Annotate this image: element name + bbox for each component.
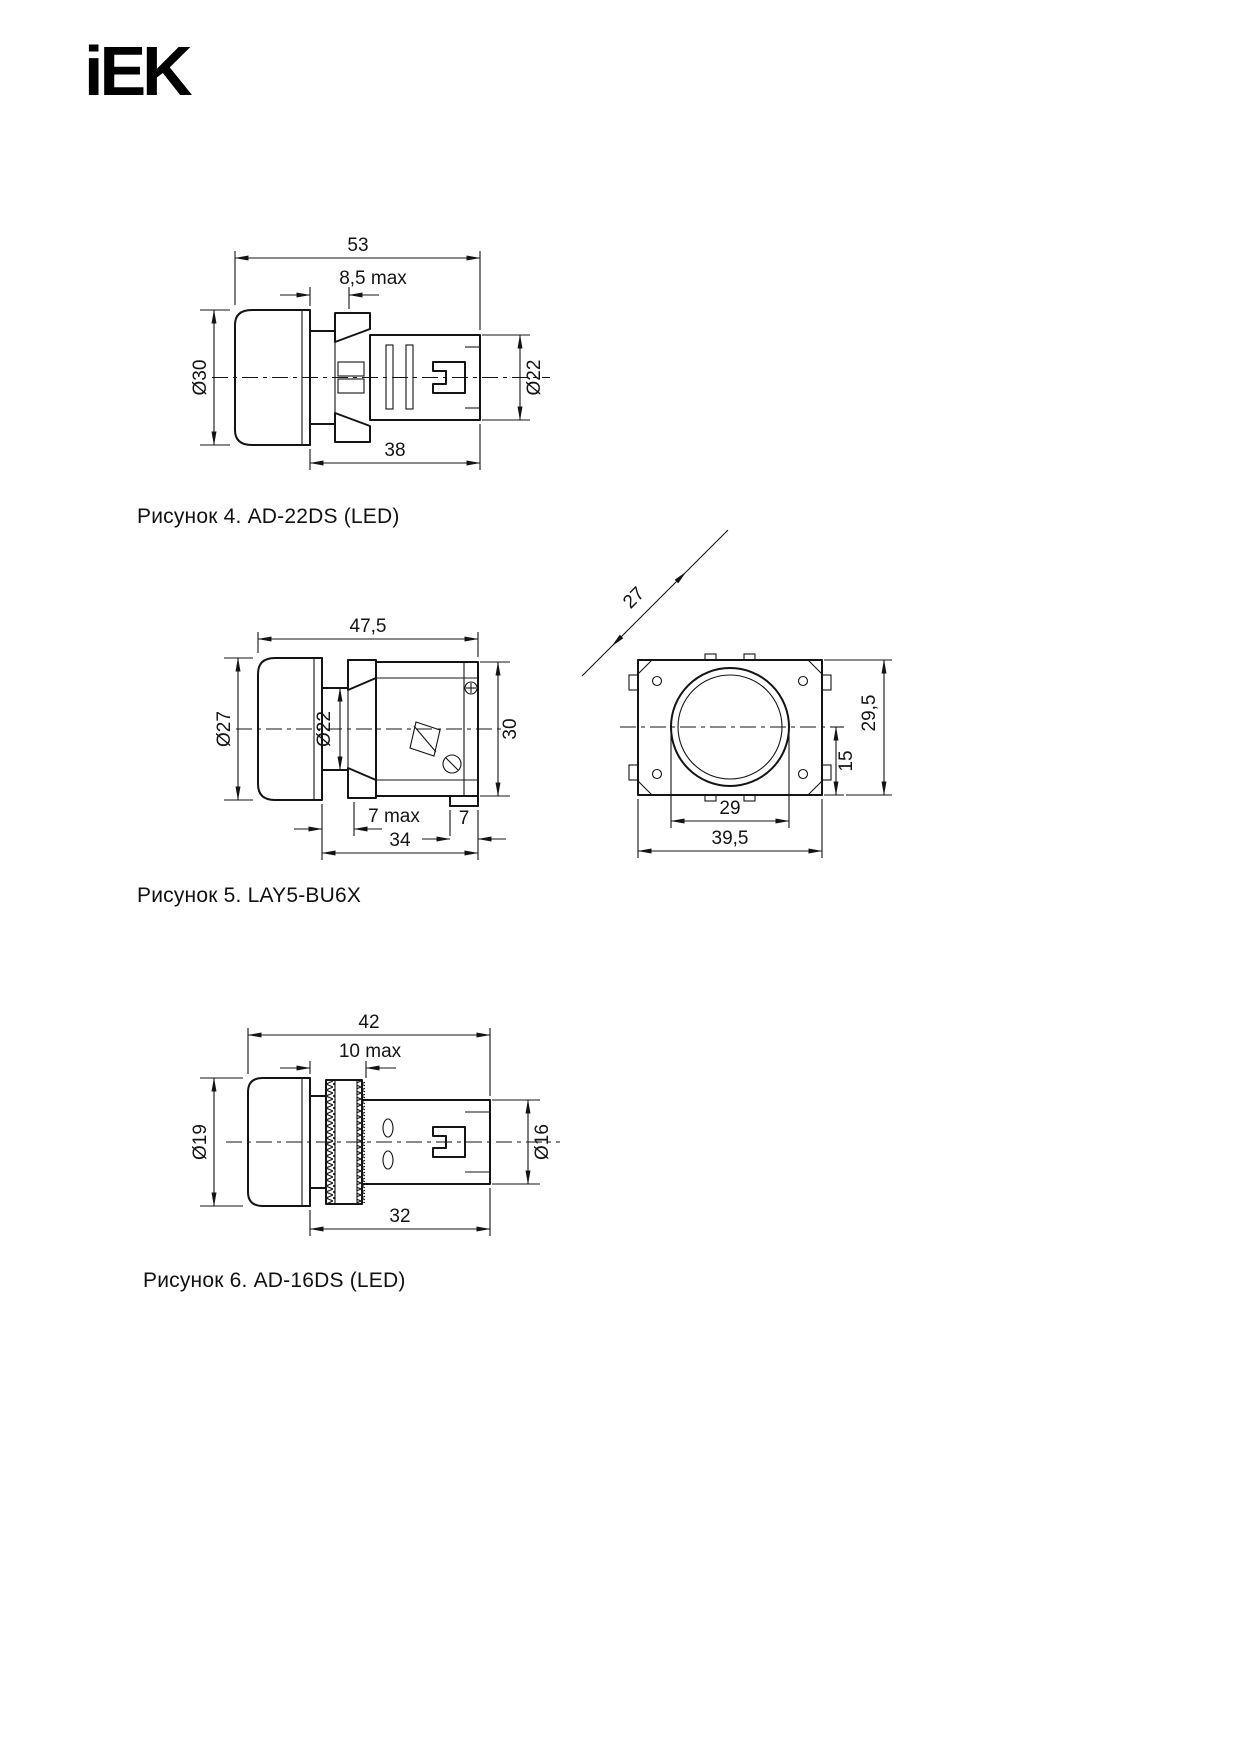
fig6-dim-body-diameter: Ø16 — [492, 1099, 553, 1185]
fig5-dim-cap-diameter: Ø27 — [214, 657, 253, 801]
fig5-front-half-label: 15 — [836, 750, 857, 771]
fig6-cap-diameter-label: Ø19 — [190, 1124, 211, 1160]
fig5-front-outline — [620, 653, 842, 802]
fig5-panel-max-label: 7 max — [368, 806, 420, 827]
fig5-dim-body-length: 34 — [321, 830, 479, 856]
fig5-dim-front-width: 39,5 — [637, 799, 823, 858]
fig5-dim-rear-height: 30 — [480, 661, 521, 797]
fig4-dim-body-diameter: Ø22 — [482, 334, 545, 421]
fig4-lamp-outline — [234, 309, 481, 446]
fig6-body-length-label: 32 — [389, 1206, 410, 1227]
fig5-side-outline — [257, 657, 479, 807]
fig5-dim-total-length: 47,5 — [257, 616, 479, 657]
fig5-body-length-label: 34 — [389, 830, 411, 851]
fig5-shaft-diameter-label: Ø22 — [314, 711, 335, 747]
figure6-drawing-ad16ds: 42 10 max Ø19 Ø16 32 — [190, 1012, 560, 1236]
fig5-rear-height-label: 30 — [500, 718, 521, 739]
fig5-cap-diameter-label: Ø27 — [214, 711, 235, 747]
fig4-body-diameter-label: Ø22 — [524, 360, 545, 396]
fig4-dim-total-length: 53 — [234, 235, 481, 330]
figure5-caption: Рисунок 5. LAY5-BU6X — [137, 884, 362, 907]
figure4-drawing-ad22ds: 53 8,5 max Ø30 Ø22 38 — [190, 235, 550, 470]
fig5-dim-tail-length: 7 — [422, 808, 506, 860]
fig6-dim-panel-thickness: 10 max — [280, 1041, 402, 1078]
fig5-dim-front-half-height: 15 — [824, 726, 857, 796]
fig6-dim-body-length: 32 — [309, 1188, 491, 1236]
fig4-panel-max-label: 8,5 max — [339, 268, 407, 289]
fig4-cap-diameter-label: Ø30 — [190, 360, 211, 396]
fig5-front-height-label: 29,5 — [859, 695, 880, 732]
fig6-panel-max-label: 10 max — [339, 1041, 402, 1062]
fig6-lamp-outline — [247, 1077, 491, 1207]
fig5-dim-panel-thickness: 7 max — [294, 802, 420, 860]
fig4-dim-panel-thickness: 8,5 max — [280, 268, 407, 309]
fig4-dim-cap-diameter: Ø30 — [190, 309, 230, 446]
fig5-dim-shaft-diameter: Ø22 — [314, 687, 343, 771]
fig5-dim-hole-width: 29 — [670, 734, 790, 828]
fig4-dim-body-length: 38 — [309, 424, 481, 470]
figure5-drawing-lay5bu6x: 47,5 Ø27 Ø22 30 7 max — [214, 529, 892, 860]
fig5-front-width-label: 39,5 — [712, 828, 749, 849]
fig6-body-diameter-label: Ø16 — [532, 1124, 553, 1160]
iek-logo: iEK — [84, 32, 193, 110]
fig6-dim-total-length: 42 — [247, 1012, 491, 1096]
fig6-total-length-label: 42 — [358, 1012, 379, 1033]
fig4-total-length-label: 53 — [347, 235, 368, 256]
fig5-total-length-label: 47,5 — [350, 616, 387, 637]
fig6-dim-cap-diameter: Ø19 — [190, 1077, 243, 1207]
figure4-caption: Рисунок 4. AD-22DS (LED) — [137, 505, 400, 528]
fig5-hole-width-label: 29 — [719, 798, 740, 819]
fig4-body-length-label: 38 — [384, 440, 405, 461]
fig5-diagonal-label: 27 — [619, 583, 649, 613]
fig5-tail-length-label: 7 — [459, 808, 470, 829]
fig5-dim-front-height: 29,5 — [824, 659, 892, 796]
figure6-caption: Рисунок 6. AD-16DS (LED) — [143, 1269, 406, 1292]
